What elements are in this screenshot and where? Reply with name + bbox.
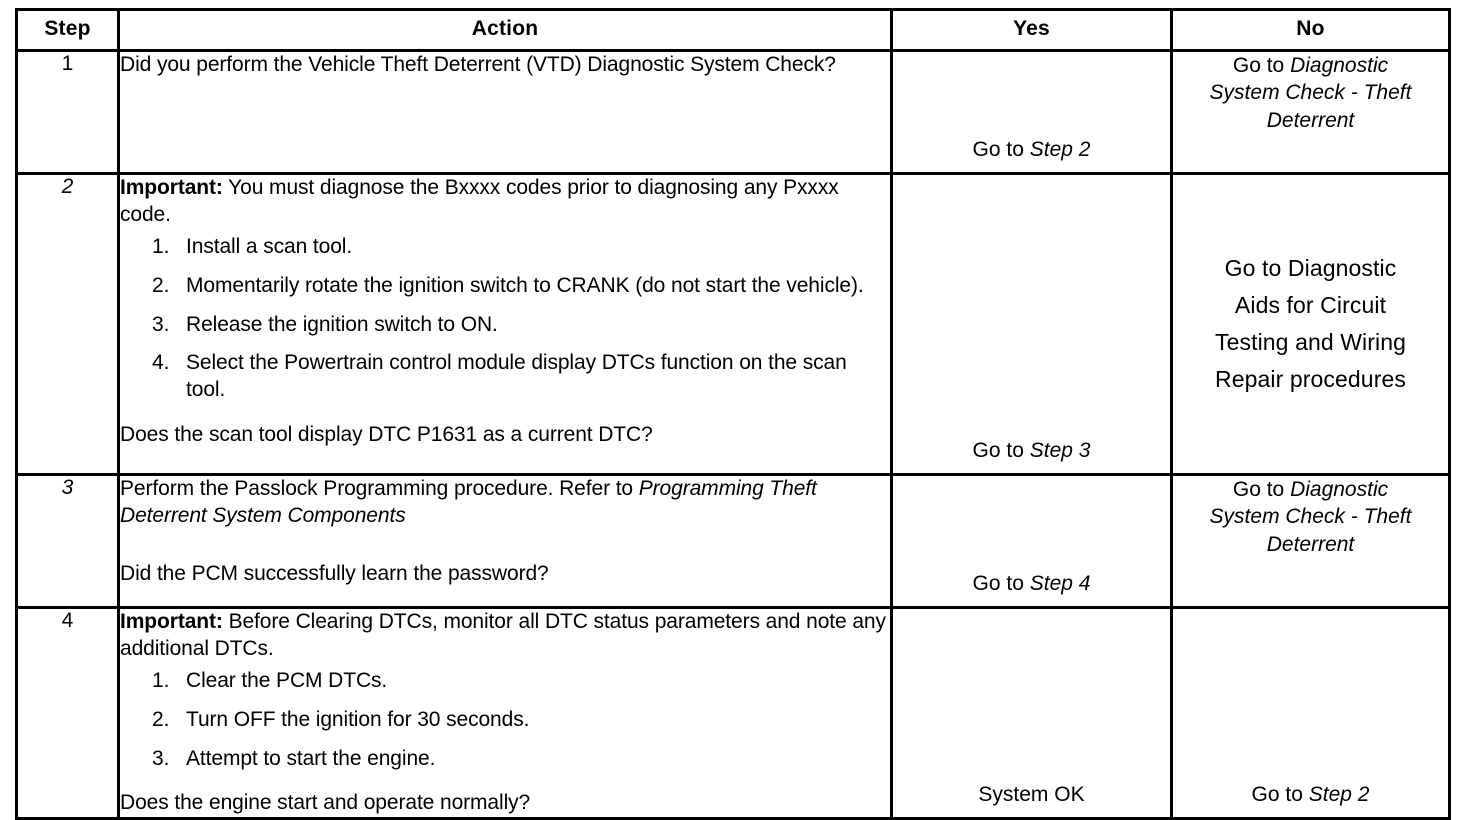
table-row: 1 Did you perform the Vehicle Theft Dete… bbox=[15, 49, 1451, 175]
important-text: Before Clearing DTCs, monitor all DTC st… bbox=[120, 610, 886, 660]
column-header-action: Action bbox=[117, 8, 893, 52]
table-row: 3 Perform the Passlock Programming proce… bbox=[15, 473, 1451, 609]
no-target: Step 2 bbox=[1308, 782, 1370, 806]
table-header-row: Step Action Yes No bbox=[15, 8, 1451, 52]
yes-target: Step 4 bbox=[1029, 571, 1091, 595]
no-prefix: Go to bbox=[1232, 54, 1291, 77]
column-header-yes: Yes bbox=[890, 8, 1173, 52]
no-target-line-1: Diagnostic bbox=[1290, 54, 1389, 77]
step-number-cell: 1 bbox=[15, 49, 120, 175]
no-line-1: Go to Diagnostic bbox=[1224, 254, 1397, 281]
step-number-cell: 2 bbox=[15, 172, 120, 476]
yes-target: Step 2 bbox=[1029, 137, 1091, 161]
spacer bbox=[120, 776, 890, 790]
yes-cell: Go to Step 3 bbox=[890, 172, 1173, 476]
yes-answer: System OK bbox=[978, 782, 1085, 806]
no-target-line-3: Deterrent bbox=[1266, 108, 1355, 132]
no-target-line-1: Diagnostic bbox=[1290, 478, 1389, 501]
yes-answer: Go to Step 3 bbox=[893, 437, 1170, 464]
yes-answer: Go to Step 4 bbox=[893, 570, 1170, 597]
step-number: 3 bbox=[61, 476, 74, 499]
yes-cell: Go to Step 4 bbox=[890, 473, 1173, 609]
action-cell: Perform the Passlock Programming procedu… bbox=[117, 473, 893, 609]
step-number-cell: 3 bbox=[15, 473, 120, 609]
action-step-list: Install a scan tool. Momentarily rotate … bbox=[120, 234, 890, 403]
action-text: Did you perform the Vehicle Theft Deterr… bbox=[120, 53, 836, 76]
action-important-note: Important: You must diagnose the Bxxxx c… bbox=[120, 175, 890, 228]
action-question: Does the scan tool display DTC P1631 as … bbox=[120, 422, 653, 446]
no-answer: Go to Diagnostic Aids for Circuit Testin… bbox=[1173, 250, 1448, 399]
list-item: Release the ignition switch to ON. bbox=[152, 312, 498, 338]
yes-prefix: Go to bbox=[972, 571, 1030, 595]
yes-answer: Go to Step 2 bbox=[893, 136, 1170, 163]
no-target-line-3: Deterrent bbox=[1266, 532, 1355, 556]
column-header-no: No bbox=[1170, 8, 1451, 52]
no-line-2: Aids for Circuit bbox=[1234, 291, 1387, 318]
spacer bbox=[120, 408, 890, 422]
column-header-step: Step bbox=[15, 8, 120, 52]
no-target-line-2: System Check - Theft bbox=[1209, 505, 1412, 529]
action-question: Does the engine start and operate normal… bbox=[120, 791, 531, 815]
diagnostic-table: Step Action Yes No 1 Did you perform the… bbox=[15, 8, 1451, 820]
list-item: Momentarily rotate the ignition switch t… bbox=[152, 273, 864, 299]
action-intro: Perform the Passlock Programming procedu… bbox=[120, 477, 639, 500]
no-answer: Go to Step 2 bbox=[1173, 781, 1448, 808]
table-row: 4 Important: Before Clearing DTCs, monit… bbox=[15, 606, 1451, 820]
yes-prefix: Go to bbox=[972, 137, 1030, 161]
action-cell: Did you perform the Vehicle Theft Deterr… bbox=[117, 49, 893, 175]
step-number: 4 bbox=[61, 609, 74, 632]
action-important-note: Important: Before Clearing DTCs, monitor… bbox=[120, 609, 890, 662]
yes-target: Step 3 bbox=[1029, 438, 1091, 462]
table-row: 2 Important: You must diagnose the Bxxxx… bbox=[15, 172, 1451, 476]
list-item: Install a scan tool. bbox=[152, 234, 353, 260]
important-label: Important: bbox=[120, 610, 223, 633]
yes-prefix: Go to bbox=[972, 438, 1030, 462]
list-item: Select the Powertrain control module dis… bbox=[152, 350, 847, 401]
action-reference: Programming Theft Deterrent System Compo… bbox=[120, 477, 817, 527]
important-label: Important: bbox=[120, 176, 223, 199]
action-cell: Important: You must diagnose the Bxxxx c… bbox=[117, 172, 893, 476]
step-number: 1 bbox=[61, 52, 74, 75]
list-item: Clear the PCM DTCs. bbox=[152, 668, 388, 694]
list-item: Turn OFF the ignition for 30 seconds. bbox=[152, 707, 530, 733]
no-prefix: Go to bbox=[1232, 478, 1291, 501]
no-target-line-2: System Check - Theft bbox=[1209, 81, 1412, 105]
no-line-3: Testing and Wiring bbox=[1215, 329, 1406, 355]
no-cell: Go to Step 2 bbox=[1170, 606, 1451, 820]
no-line-4: Repair procedures bbox=[1215, 366, 1406, 393]
no-prefix: Go to bbox=[1251, 782, 1309, 806]
action-text: Perform the Passlock Programming procedu… bbox=[120, 476, 890, 529]
step-number: 2 bbox=[61, 175, 74, 198]
step-number-cell: 4 bbox=[15, 606, 120, 820]
yes-cell: Go to Step 2 bbox=[890, 49, 1173, 175]
action-question: Did the PCM successfully learn the passw… bbox=[120, 562, 549, 586]
yes-cell: System OK bbox=[890, 606, 1173, 820]
spacer bbox=[120, 531, 890, 561]
list-item: Attempt to start the engine. bbox=[152, 746, 436, 772]
no-cell: Go to Diagnostic Aids for Circuit Testin… bbox=[1170, 172, 1451, 476]
action-cell: Important: Before Clearing DTCs, monitor… bbox=[117, 606, 893, 820]
action-step-list: Clear the PCM DTCs. Turn OFF the ignitio… bbox=[120, 668, 890, 772]
important-text: You must diagnose the Bxxxx codes prior … bbox=[120, 176, 839, 226]
